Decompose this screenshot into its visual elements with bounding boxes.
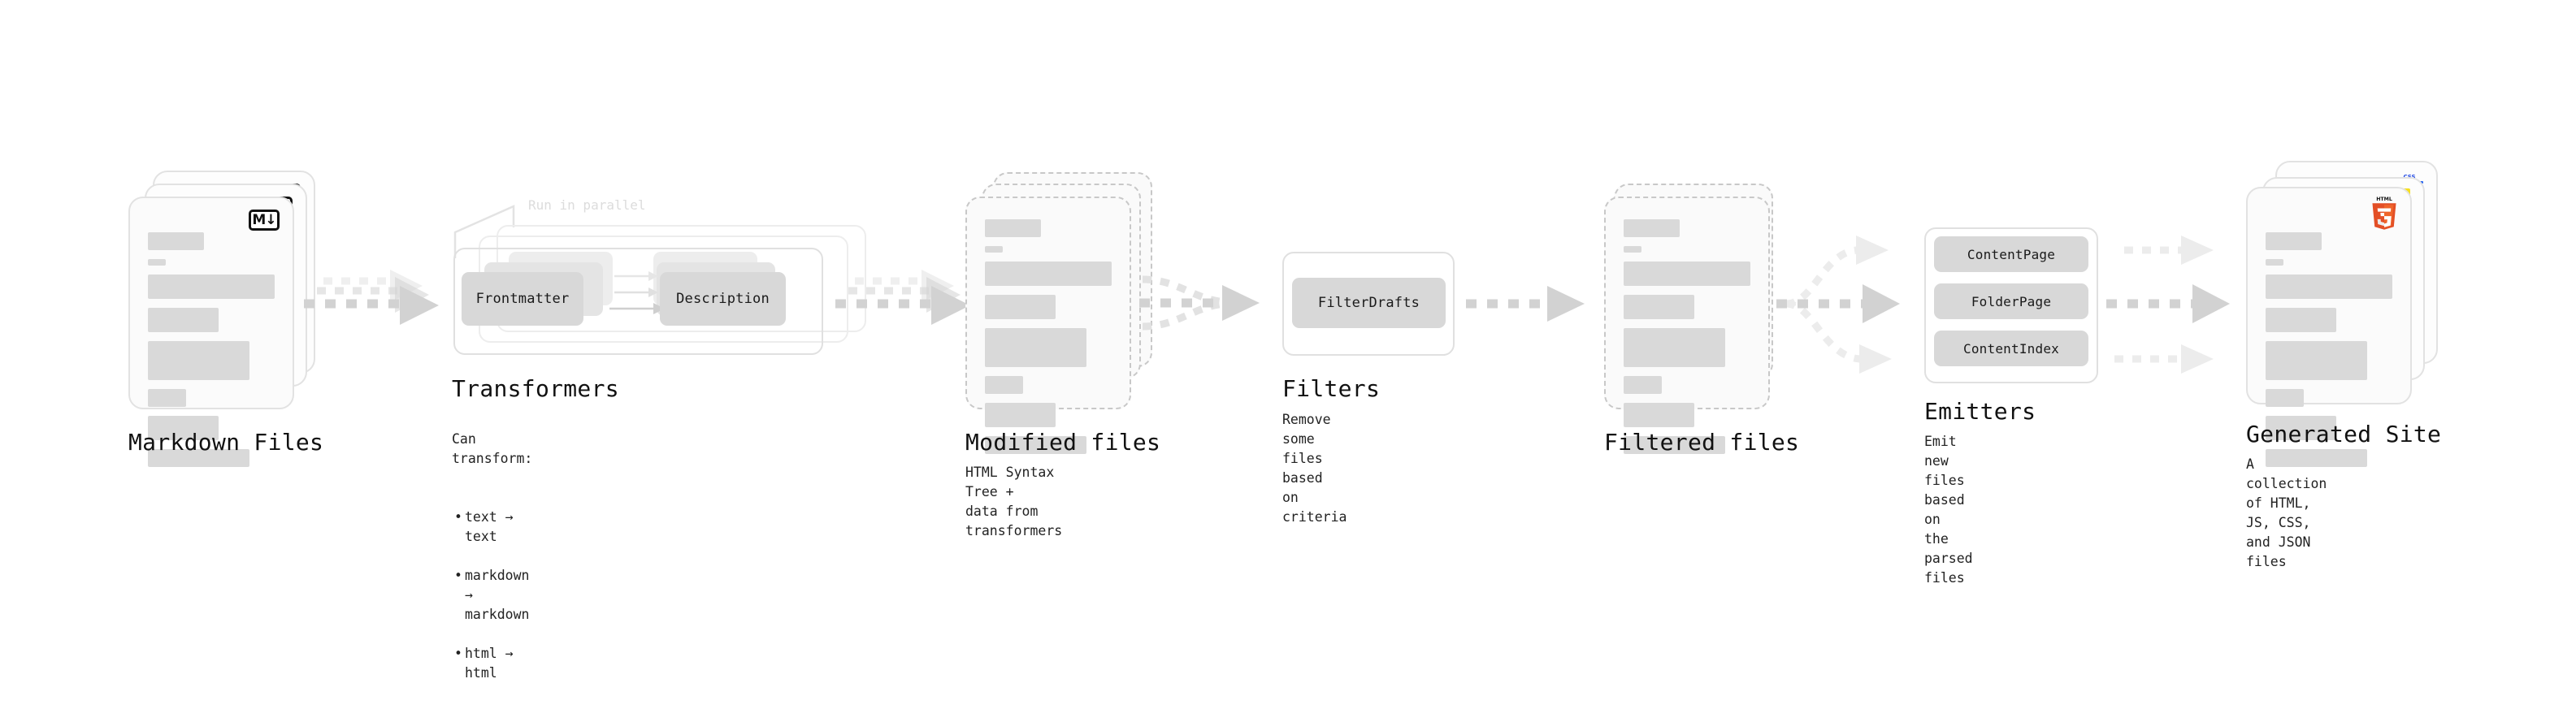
generated-description: A collection of HTML, JS, CSS, and JSON …: [2246, 456, 2327, 569]
stage-label-filters: Filters: [1282, 375, 1381, 402]
transformers-desc-heading: Can transform:: [452, 431, 533, 466]
arrow-modified-to-filters: [1139, 275, 1260, 331]
emitter-pill-folderpage[interactable]: FolderPage: [1934, 283, 2088, 319]
transformer-pill-description[interactable]: Description: [660, 272, 786, 326]
stage-label-emitters: Emitters: [1924, 398, 2036, 425]
arrow-markdown-to-transformers: [304, 270, 439, 325]
markdown-file-card-front[interactable]: M↓: [128, 197, 294, 467]
markdown-icon: M↓: [249, 210, 280, 231]
generated-file-card-html[interactable]: HTML: [2246, 187, 2412, 467]
doc-content-bars: [1624, 219, 1750, 463]
filters-description: Remove some files based on criteria: [1282, 412, 1347, 525]
transformer-inner-arrows: [609, 271, 665, 314]
diagram-canvas: M↓ M↓ M↓ Markdown Files: [0, 0, 2576, 681]
arrow-transformers-to-modified: [835, 270, 970, 325]
modified-description: HTML Syntax Tree + data from transformer…: [965, 465, 1063, 538]
stage-label-filtered: Filtered files: [1604, 429, 1800, 456]
doc-content-bars: [148, 232, 275, 476]
transformers-card[interactable]: [453, 248, 823, 355]
transformer-pill-frontmatter[interactable]: Frontmatter: [462, 272, 583, 326]
transform-list: text → text markdown → markdown html → h…: [452, 488, 532, 703]
doc-content-bars: [2266, 232, 2392, 476]
emitter-pill-contentpage[interactable]: ContentPage: [1934, 236, 2088, 272]
stage-label-markdown: Markdown Files: [128, 429, 324, 456]
modified-file-card-front[interactable]: [965, 197, 1131, 454]
run-in-parallel-label: Run in parallel: [528, 197, 646, 213]
list-item: markdown → markdown: [452, 566, 532, 625]
parallel-bracket: [453, 205, 515, 258]
arrow-filtered-to-emitters: [1776, 236, 1900, 374]
list-item: text → text: [452, 508, 532, 547]
emitter-pill-contentindex[interactable]: ContentIndex: [1934, 331, 2088, 366]
doc-content-bars: [985, 219, 1112, 463]
arrow-emitters-to-site: [2106, 236, 2230, 374]
stage-label-modified: Modified files: [965, 429, 1161, 456]
svg-text:HTML: HTML: [2376, 197, 2392, 202]
filtered-file-card-front[interactable]: [1604, 197, 1770, 454]
html5-icon: HTML: [2372, 197, 2396, 230]
filter-pill-filterdrafts[interactable]: FilterDrafts: [1292, 278, 1446, 328]
stage-label-generated: Generated Site: [2246, 421, 2442, 447]
arrow-filters-to-filtered: [1466, 286, 1585, 322]
stage-label-transformers: Transformers: [452, 375, 619, 402]
transformers-description: Can transform: text → text markdown → ma…: [452, 410, 532, 722]
emitters-description: Emit new files based on the parsed files: [1924, 434, 1973, 586]
list-item: html → html: [452, 644, 532, 683]
